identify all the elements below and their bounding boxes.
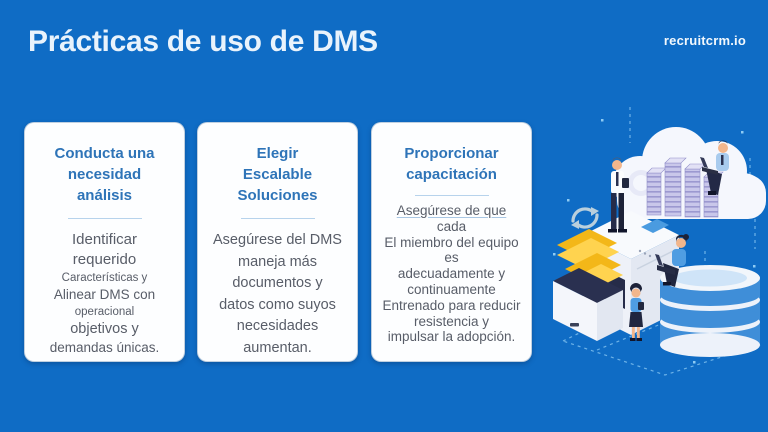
card-body-line: adecuadamente y [397, 266, 506, 282]
card-body-line: requerido [72, 251, 137, 268]
card-heading: Proporcionar capacitación [380, 143, 523, 185]
card-divider [67, 218, 142, 219]
page-title: Prácticas de uso de DMS [28, 25, 378, 58]
card-heading-line: capacitación [406, 166, 497, 183]
dms-illustration [553, 107, 766, 376]
card-body-line: Alinear DMS con [53, 287, 156, 302]
card-needs-analysis: Conducta una necesidad análisis Identifica… [24, 122, 185, 362]
card-heading-line: Proporcionar [404, 145, 499, 162]
card-heading-line: análisis [76, 187, 133, 204]
card-body-line: objetivos y [70, 321, 139, 337]
card-heading-line: Soluciones [237, 187, 318, 204]
card-body-line: El miembro del equipo [384, 234, 519, 250]
card-body-line: Asegúrese del DMS [213, 232, 342, 248]
card-body-line: aumentan. [243, 339, 312, 356]
card-body-line: datos como suyos [219, 296, 336, 313]
card-body-line: resistencia y [413, 313, 490, 329]
card-body: Asegúrese del DMS maneja más documentos y d… [206, 230, 349, 359]
brand-logo: recruitcrm.io [663, 33, 746, 48]
card-heading-line: Escalable [242, 166, 313, 183]
sync-arrows-icon [571, 207, 599, 229]
server-rack-icon [646, 157, 724, 218]
person-man-sitting-on-cloud [700, 140, 729, 195]
person-woman-sitting-on-database [655, 234, 689, 287]
card-body-line: Características y [61, 272, 148, 284]
card-body-line: operacional [74, 306, 135, 318]
card-body-line: maneja más [238, 253, 317, 270]
card-body-line: cada [436, 218, 467, 234]
card-heading-line: necesidad [67, 166, 142, 183]
card-body-line: continuamente [407, 281, 496, 297]
folder-drawer-icon [553, 229, 623, 341]
database-icon [660, 265, 760, 357]
card-heading-line: Conducta una [54, 145, 155, 162]
person-man-standing-on-cabinet [608, 157, 629, 233]
card-body-line: documentos y [232, 275, 323, 291]
card-body-line: Asegúrese de que [396, 203, 507, 218]
card-body-line: es [444, 250, 459, 266]
card-body-line: impulsar la adopción. [387, 329, 516, 345]
card-divider [240, 218, 315, 219]
card-body-line: demandas únicas. [49, 340, 160, 355]
card-heading-line: Elegir [256, 145, 299, 162]
card-body-line: Identificar [71, 231, 138, 248]
card-divider [414, 195, 489, 196]
card-body-line: necesidades [236, 318, 319, 334]
card-body-line: Entrenado para reducir [382, 297, 521, 313]
card-provide-training: Proporcionar capacitación Asegúrese de qu… [371, 122, 532, 362]
card-heading: Conducta una necesidad análisis [33, 143, 176, 206]
person-woman-standing-ground [629, 283, 644, 341]
